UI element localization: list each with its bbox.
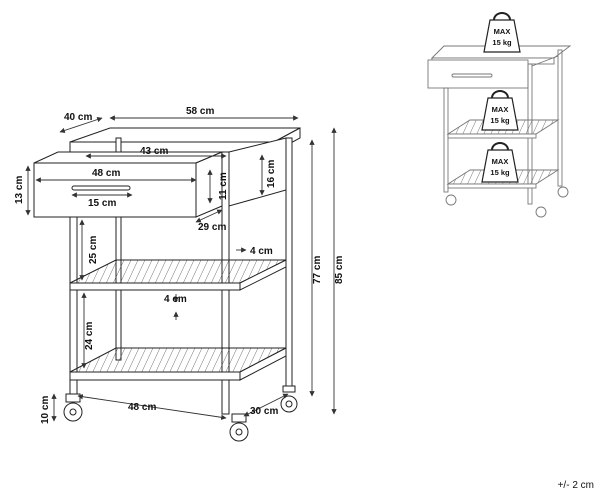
label-drawer-side-height: 11 cm: [218, 172, 229, 200]
label-drawer-inner-width: 43 cm: [140, 146, 168, 157]
shelf-lower-front: [69, 371, 241, 381]
wheel-back-right: [280, 385, 298, 413]
weight-bottom: MAX 15 kg: [481, 142, 519, 183]
weight-top: MAX 15 kg: [483, 12, 521, 53]
label-width: 58 cm: [186, 106, 214, 117]
label-drawer-height: 13 cm: [14, 176, 25, 204]
label-wheel-height: 10 cm: [40, 396, 51, 424]
inset-drawer-handle: [451, 73, 493, 78]
inset-wheel-front: [535, 206, 547, 218]
weight-bottom-max: MAX: [492, 157, 509, 166]
inset-leg-front-left: [443, 87, 449, 193]
wheel-front-left: [63, 393, 83, 422]
shelf-upper-front: [69, 282, 241, 291]
label-top-height: 16 cm: [266, 160, 277, 188]
dimension-lines: [25, 115, 337, 422]
tolerance-note: +/- 2 cm: [558, 480, 594, 491]
weight-middle: MAX 15 kg: [481, 90, 519, 131]
drawer-top: [33, 151, 223, 164]
label-drawer-depth: 29 cm: [198, 222, 226, 233]
drawer-handle[interactable]: [71, 185, 131, 191]
label-lower-gap: 24 cm: [84, 322, 95, 350]
label-shelf-rail: 4 cm: [250, 246, 273, 257]
dimension-labels: 40 cm 58 cm 43 cm 48 cm 13 cm 15 cm 11 c…: [14, 106, 345, 424]
label-bottom-depth: 30 cm: [250, 406, 278, 417]
label-bottom-width: 48 cm: [128, 402, 156, 413]
wheel-front-right: [229, 413, 249, 442]
label-shelf-thickness: 4 cm: [164, 294, 187, 305]
weight-top-kg: 15 kg: [492, 38, 512, 47]
inset-cart: [427, 45, 572, 218]
weight-middle-kg: 15 kg: [490, 116, 510, 125]
cart-top: [69, 127, 301, 143]
leg-back-right: [285, 137, 293, 387]
label-drawer-width: 48 cm: [92, 168, 120, 179]
label-upper-gap: 25 cm: [88, 236, 99, 264]
shelf-lower-side: [239, 347, 287, 381]
inset-leg-back-right: [557, 49, 563, 187]
label-depth: 40 cm: [64, 112, 92, 123]
inset-wheel-back: [557, 186, 569, 198]
shelf-upper-side: [239, 259, 287, 291]
label-handle-width: 15 cm: [88, 198, 116, 209]
weight-bottom-kg: 15 kg: [490, 168, 510, 177]
label-total-height-no-wheels: 77 cm: [312, 256, 323, 284]
weight-middle-max: MAX: [492, 105, 509, 114]
inset-wheel-left: [445, 194, 457, 206]
main-cart: [33, 127, 301, 442]
cart-side-panel: [228, 137, 287, 207]
label-total-height: 85 cm: [334, 256, 345, 284]
weight-top-max: MAX: [494, 27, 511, 36]
